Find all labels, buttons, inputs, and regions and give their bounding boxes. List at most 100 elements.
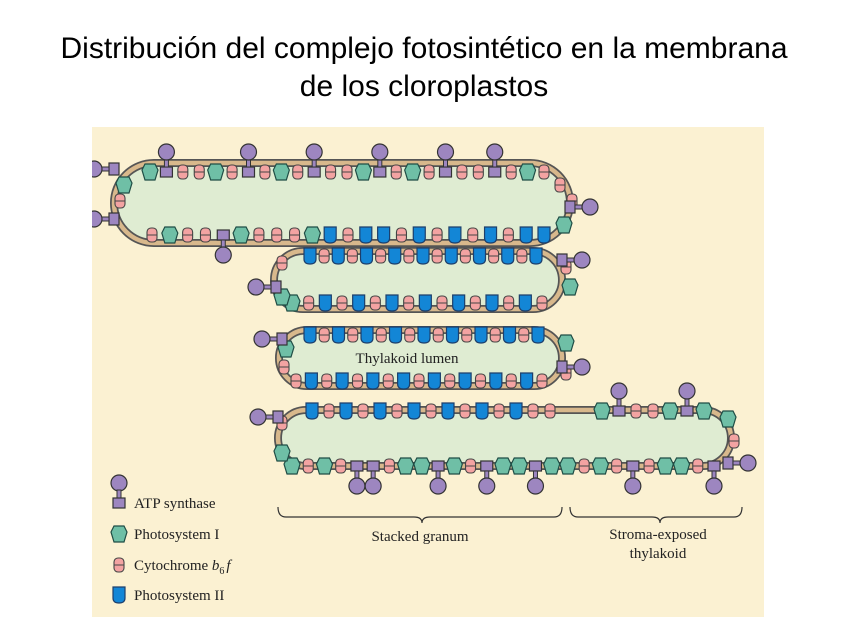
photosystem-ii-icon xyxy=(412,226,426,244)
photosystem-ii-icon xyxy=(407,402,421,420)
cytochrome-b6f-icon xyxy=(199,227,212,243)
photosystem-ii-icon xyxy=(509,402,523,420)
cytochrome-b6f-icon xyxy=(554,177,566,193)
cytochrome-b6f-icon xyxy=(516,248,528,264)
cytochrome-b6f-icon xyxy=(488,248,500,264)
photosystem-ii-icon xyxy=(303,247,317,265)
cytochrome-b6f-icon xyxy=(323,403,335,419)
cytochrome-b6f-icon xyxy=(489,327,501,343)
cytochrome-b6f-icon xyxy=(536,295,548,311)
photosystem-ii-icon xyxy=(474,326,488,344)
cytochrome-b6f-icon xyxy=(321,373,333,389)
cytochrome-b6f-icon xyxy=(403,248,415,264)
photosystem-i-icon xyxy=(445,457,463,475)
cytochrome-b6f-icon xyxy=(578,458,590,474)
cytochrome-b6f-icon xyxy=(318,327,330,343)
photosystem-ii-icon xyxy=(427,372,441,390)
cytochrome-b6f-icon xyxy=(728,433,740,449)
cytochrome-b6f-icon xyxy=(630,403,642,419)
cytochrome-b6f-icon xyxy=(336,295,348,311)
photosystem-ii-icon xyxy=(483,226,498,244)
photosystem-i-icon xyxy=(555,216,573,234)
atp-synthase-icon xyxy=(526,460,545,495)
photosystem-ii-icon xyxy=(318,294,332,312)
photosystem-ii-icon xyxy=(445,326,460,344)
photosystem-ii-icon xyxy=(388,326,403,344)
cytochrome-b6f-icon xyxy=(351,373,364,389)
photosystem-ii-icon xyxy=(416,247,430,265)
photosystem-ii-icon xyxy=(448,226,462,244)
cytochrome-b6f-icon xyxy=(395,227,408,243)
cytochrome-b6f-icon xyxy=(611,458,623,474)
photosystem-i-icon xyxy=(661,402,679,420)
photosystem-i-icon xyxy=(510,457,528,475)
photosystem-i-icon xyxy=(404,163,422,181)
photosystem-ii-icon xyxy=(418,294,432,312)
photosystem-ii-icon xyxy=(388,247,402,265)
cytochrome-b6f-icon xyxy=(182,227,194,243)
cytochrome-b6f-icon xyxy=(474,373,487,389)
legend-photosystem-ii-icon xyxy=(112,586,126,604)
atp-synthase-icon xyxy=(214,229,232,264)
photosystem-i-icon xyxy=(494,457,512,475)
photosystem-i-icon xyxy=(672,457,691,475)
cytochrome-b6f-icon xyxy=(544,403,556,419)
photosystem-i-icon xyxy=(557,334,575,352)
cytochrome-b6f-icon xyxy=(425,403,437,419)
photosystem-i-icon xyxy=(695,402,713,420)
cytochrome-b6f-icon xyxy=(459,403,471,419)
photosystem-ii-icon xyxy=(485,294,499,312)
cytochrome-b6f-icon xyxy=(505,373,517,389)
stacked-granum-brace xyxy=(277,506,563,524)
photosystem-ii-icon xyxy=(360,326,374,344)
cytochrome-b6f-icon xyxy=(423,164,435,180)
photosystem-ii-icon xyxy=(520,372,534,390)
cytochrome-b6f-icon xyxy=(444,373,456,389)
cytochrome-b6f-icon xyxy=(403,295,415,311)
photosystem-i-icon xyxy=(591,457,609,475)
cytochrome-b6f-icon xyxy=(290,373,302,389)
cytochrome-b6f-icon xyxy=(318,248,330,264)
photosystem-ii-icon xyxy=(385,294,399,312)
cytochrome-b6f-icon xyxy=(302,458,314,474)
atp-synthase-icon xyxy=(478,460,496,495)
thylakoid-diagram: Thylakoid lumen Stacked granum Stroma-ex… xyxy=(92,143,757,604)
cytochrome-b6f-icon xyxy=(259,164,271,180)
atp-synthase-icon xyxy=(371,143,389,178)
photosystem-ii-icon xyxy=(531,326,545,344)
legend-atp-synthase-icon xyxy=(110,474,128,509)
photosystem-ii-icon xyxy=(475,402,489,420)
cytochrome-b6f-icon xyxy=(431,227,443,243)
photosystem-i-icon xyxy=(518,163,537,181)
cytochrome-b6f-icon xyxy=(461,327,473,343)
slide-title: Distribución del complejo fotosintético … xyxy=(0,30,848,106)
photosystem-ii-icon xyxy=(519,226,533,244)
title-line-1: Distribución del complejo fotosintético … xyxy=(60,32,788,65)
cytochrome-b6f-icon xyxy=(518,327,530,343)
atp-synthase-icon xyxy=(722,454,757,472)
photosystem-ii-icon xyxy=(441,402,455,420)
atp-synthase-icon xyxy=(239,143,258,178)
cytochrome-b6f-icon xyxy=(114,193,126,209)
cytochrome-b6f-icon xyxy=(472,164,484,180)
photosystem-i-icon xyxy=(232,226,250,244)
atp-synthase-icon xyxy=(564,198,599,216)
photosystem-ii-icon xyxy=(472,247,487,265)
cytochrome-b6f-icon xyxy=(431,248,443,264)
photosystem-ii-icon xyxy=(331,326,346,344)
cytochrome-b6f-icon xyxy=(146,227,158,243)
cytochrome-b6f-icon xyxy=(503,295,515,311)
cytochrome-b6f-icon xyxy=(288,227,301,243)
cytochrome-b6f-icon xyxy=(276,255,288,271)
atp-synthase-icon xyxy=(436,143,455,178)
cytochrome-b6f-icon xyxy=(303,295,315,311)
photosystem-i-icon xyxy=(593,402,611,420)
atp-synthase-icon xyxy=(157,143,176,178)
cytochrome-b6f-icon xyxy=(404,327,416,343)
atp-synthase-icon xyxy=(305,143,323,178)
cytochrome-b6f-icon xyxy=(467,227,479,243)
cytochrome-b6f-icon xyxy=(505,164,517,180)
atp-synthase-icon xyxy=(705,460,723,495)
stroma-exposed-label-line1: Stroma-exposed xyxy=(609,527,707,543)
atp-synthase-icon xyxy=(348,460,366,495)
